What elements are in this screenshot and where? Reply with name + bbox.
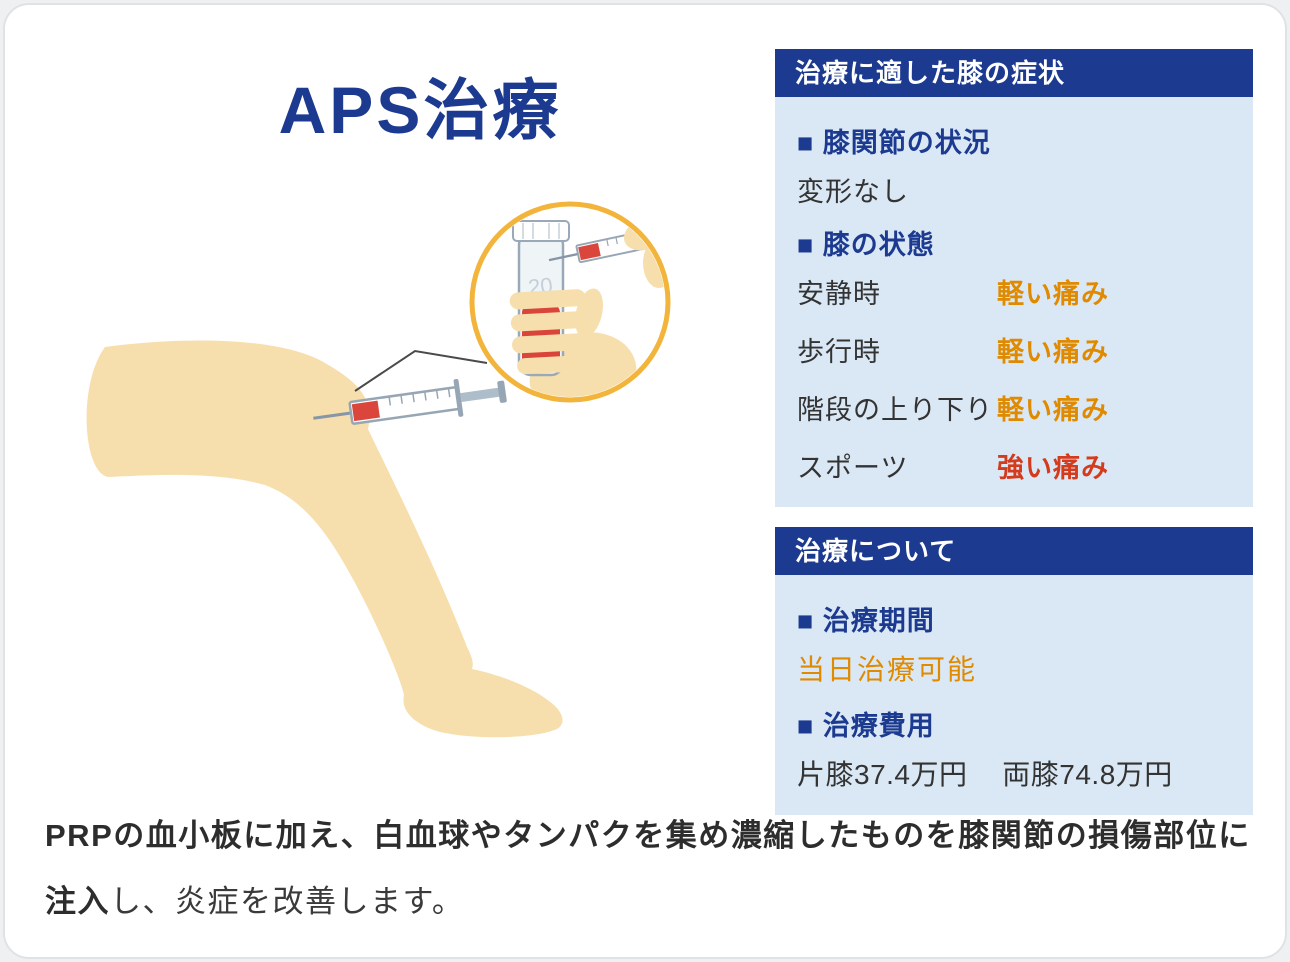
treatment-cost-value: 片膝37.4万円 両膝74.8万円 <box>797 753 1231 793</box>
pain-row-label: 歩行時 <box>797 337 881 367</box>
description-text: PRPの血小板に加え、白血球やタンパクを集め濃縮したものを膝関節の損傷部位に注入… <box>45 803 1255 935</box>
pain-row-walking: 歩行時 軽い痛み <box>797 330 1231 369</box>
symptoms-panel: 治療に適した膝の症状 ■ 膝関節の状況 変形なし ■ 膝の状態 安静時 軽い痛み… <box>775 49 1253 507</box>
joint-condition-value: 変形なし <box>797 177 909 207</box>
hand-fingers-graphic <box>509 289 589 375</box>
magnifier-circle: 20 <box>469 201 671 403</box>
magnifier-connector-line <box>354 349 488 392</box>
knee-state-label: ■ 膝の状態 <box>797 230 935 260</box>
treatment-period-label: ■ 治療期間 <box>797 606 935 636</box>
info-panels: 治療に適した膝の症状 ■ 膝関節の状況 変形なし ■ 膝の状態 安静時 軽い痛み… <box>775 49 1253 835</box>
pain-row-value: 強い痛み <box>997 453 1109 483</box>
pain-row-stairs: 階段の上り下り 軽い痛み <box>797 388 1231 427</box>
knee-injection-illustration: 20 <box>86 201 671 738</box>
treatment-panel: 治療について ■ 治療期間 当日治療可能 ■ 治療費用 片膝37.4万円 両膝7… <box>775 527 1253 815</box>
pain-row-label: 安静時 <box>797 279 881 309</box>
treatment-panel-header: 治療について <box>775 527 1253 575</box>
joint-condition-label: ■ 膝関節の状況 <box>797 128 991 158</box>
thumb-graphic <box>575 288 603 338</box>
cost-both-knees: 両膝74.8万円 <box>1002 759 1173 790</box>
description-normal: し、炎症を改善します。 <box>110 884 465 919</box>
page-title: APS治療 <box>278 73 562 147</box>
infographic-card: APS治療 <box>3 3 1287 959</box>
treatment-period-value: 当日治療可能 <box>797 654 978 685</box>
pain-row-value: 軽い痛み <box>997 279 1109 309</box>
treatment-cost-label: ■ 治療費用 <box>797 711 935 741</box>
symptoms-panel-header: 治療に適した膝の症状 <box>775 49 1253 97</box>
pain-row-label: 階段の上り下り <box>797 395 993 425</box>
description-bold: PRPの血小板に加え、白血球やタンパクを集め濃縮したものを膝関節の損傷部位に注入 <box>45 818 1251 919</box>
pain-row-rest: 安静時 軽い痛み <box>797 272 1231 311</box>
cost-one-knee: 片膝37.4万円 <box>797 759 968 790</box>
pain-row-value: 軽い痛み <box>997 337 1109 367</box>
magnifier-ring <box>469 201 671 403</box>
pain-row-label: スポーツ <box>797 453 909 483</box>
leg-graphic <box>86 340 563 738</box>
treatment-panel-body: ■ 治療期間 当日治療可能 ■ 治療費用 片膝37.4万円 両膝74.8万円 <box>775 575 1253 815</box>
pain-row-sports: スポーツ 強い痛み <box>797 446 1231 485</box>
symptoms-panel-body: ■ 膝関節の状況 変形なし ■ 膝の状態 安静時 軽い痛み 歩行時 軽い痛み 階… <box>775 97 1253 507</box>
pain-row-value: 軽い痛み <box>997 395 1109 425</box>
